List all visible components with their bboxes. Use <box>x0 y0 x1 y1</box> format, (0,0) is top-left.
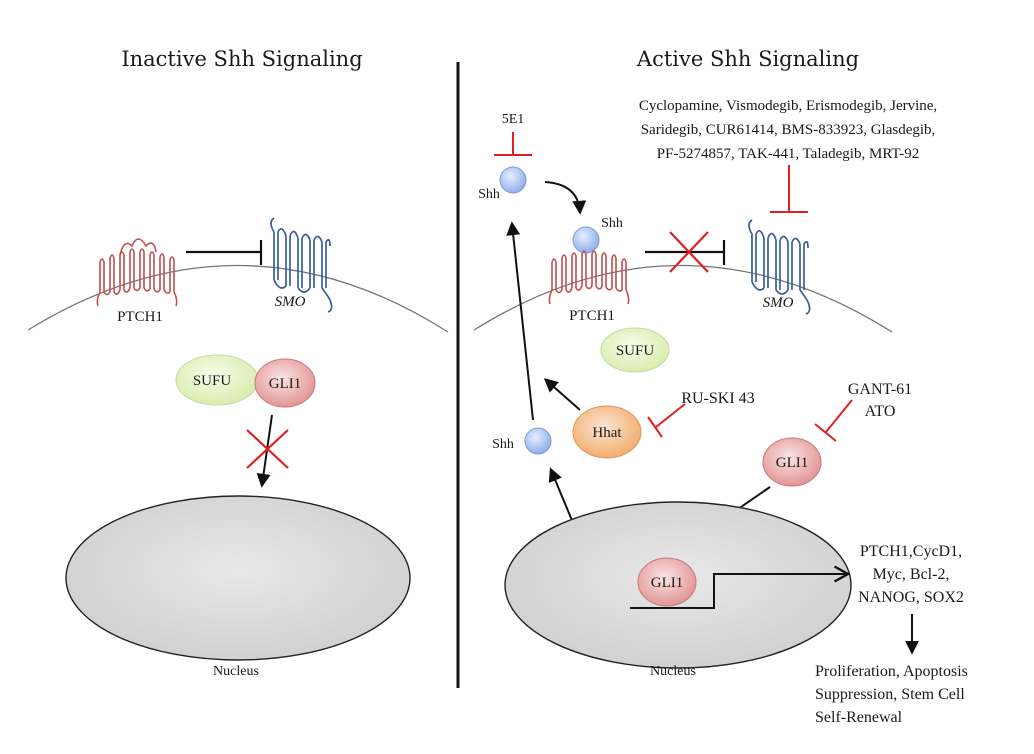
shh-ligand-lower <box>524 427 552 455</box>
outcomes-line-1: Proliferation, Apoptosis <box>815 663 968 680</box>
inhibitor-5e1-label: 5E1 <box>502 112 525 127</box>
hhat-activation-arrow <box>543 378 581 411</box>
right-block-cross-icon <box>669 231 709 273</box>
gli-inhibitor-label-2: ATO <box>865 403 896 420</box>
gli1-nuclear-ellipse <box>637 557 697 607</box>
gli1-cytoplasmic-label: GLI1 <box>776 455 809 471</box>
gli1-cytoplasmic-ellipse <box>762 437 822 487</box>
right-smo-receptor-icon <box>748 219 811 315</box>
shh-ligand-top <box>499 166 527 194</box>
hhat-inhibitor-label: RU-SKI 43 <box>681 390 754 407</box>
outcomes-line-3: Self-Renewal <box>815 709 903 726</box>
target-genes-line-1: PTCH1,CycD1, <box>860 543 962 560</box>
right-ptch1-label: PTCH1 <box>569 308 615 324</box>
left-smo-label: SMO <box>275 294 306 310</box>
shh-secretion-arrow <box>506 221 534 421</box>
target-genes-line-3: NANOG, SOX2 <box>858 589 964 606</box>
right-nucleus-label: Nucleus <box>650 664 696 679</box>
hhat-ellipse <box>572 405 642 459</box>
left-block-cross-icon <box>246 429 289 469</box>
transcription-promoter-arrow <box>630 565 851 609</box>
right-sufu-ellipse <box>600 327 670 373</box>
shh-top-label: Shh <box>478 187 500 202</box>
gli-inhibitor-line <box>825 399 853 433</box>
right-panel-title: Active Shh Signaling <box>636 47 859 71</box>
gli-inhibitor-label-1: GANT-61 <box>848 381 912 398</box>
left-sufu-label: SUFU <box>193 373 232 389</box>
right-smo-label: SMO <box>763 295 794 311</box>
hhat-inhibitor-bar <box>647 416 663 438</box>
shh-binding-arrow <box>544 181 587 215</box>
left-smo-receptor-icon <box>270 217 333 313</box>
left-ptch1-receptor-icon <box>96 238 178 307</box>
right-cell-membrane <box>473 264 893 333</box>
hhat-inhibitor-line <box>655 403 686 428</box>
left-cell-membrane <box>27 264 449 333</box>
left-panel-title: Inactive Shh Signaling <box>121 47 362 71</box>
left-gli1-ellipse <box>254 358 316 408</box>
shh-ligand-bound <box>572 226 600 254</box>
smo-inhibitors-line-3: PF-5274857, TAK-441, Taladegib, MRT-92 <box>657 146 919 162</box>
shh-lower-label: Shh <box>492 437 514 452</box>
outcomes-line-2: Suppression, Stem Cell <box>815 686 965 703</box>
right-sufu-label: SUFU <box>616 343 655 359</box>
smo-inhibitors-line-1: Cyclopamine, Vismodegib, Erismodegib, Je… <box>639 98 937 114</box>
right-ptch1-receptor-icon <box>548 250 630 305</box>
left-ptch1-label: PTCH1 <box>117 309 163 325</box>
left-nucleus-label: Nucleus <box>213 664 259 679</box>
hhat-label: Hhat <box>592 425 622 441</box>
shh-bound-label: Shh <box>601 216 623 231</box>
left-nucleus <box>65 495 411 661</box>
gli-inhibitor-bar <box>814 423 837 442</box>
gli1-nuclear-label: GLI1 <box>651 575 684 591</box>
target-genes-line-2: Myc, Bcl-2, <box>873 566 950 583</box>
left-gli1-label: GLI1 <box>269 376 302 392</box>
smo-inhibitors-line-2: Saridegib, CUR61414, BMS-833923, Glasdeg… <box>641 122 936 138</box>
